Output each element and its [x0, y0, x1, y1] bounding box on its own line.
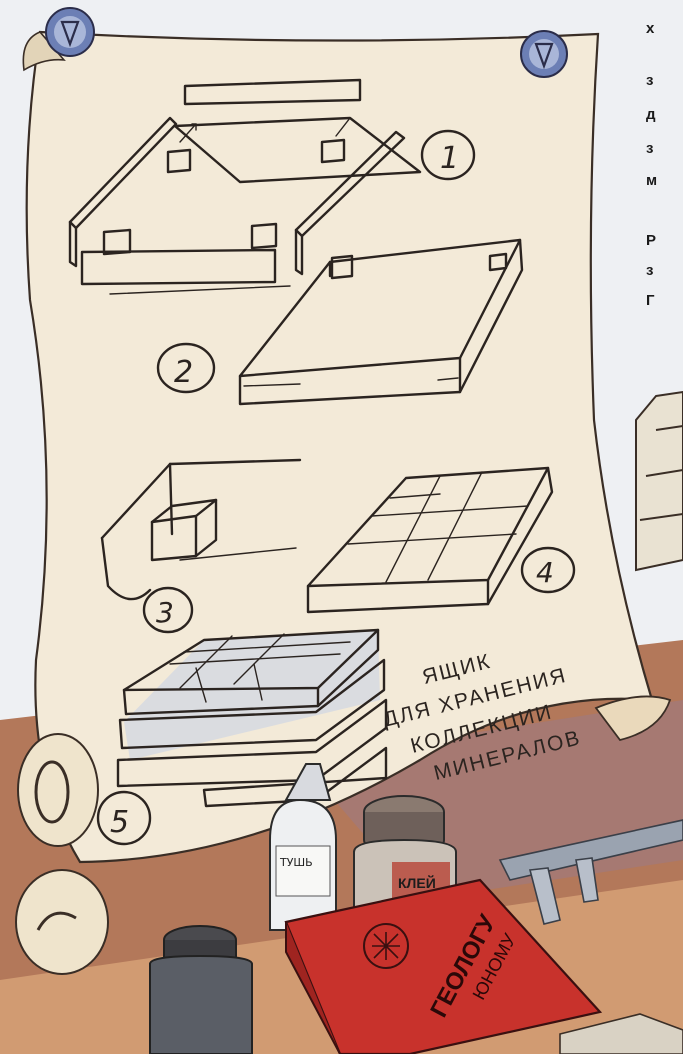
- push-pin-icon: [46, 8, 94, 56]
- step-4-number: 4: [536, 556, 554, 589]
- ink-bottle-label: ТУШЬ: [279, 856, 313, 869]
- box-stack-right: [636, 392, 683, 570]
- step-2-number: 2: [174, 355, 193, 390]
- glue-jar-label: КЛЕЙ: [398, 874, 436, 891]
- push-pin-icon: [521, 31, 567, 77]
- step-3-number: 3: [156, 596, 174, 629]
- step-1-number: 1: [440, 141, 459, 176]
- paper-roll-1: [18, 734, 98, 846]
- paper-roll-2: [16, 870, 108, 974]
- step-5-number: 5: [110, 805, 129, 840]
- dark-bottle: [150, 926, 252, 1054]
